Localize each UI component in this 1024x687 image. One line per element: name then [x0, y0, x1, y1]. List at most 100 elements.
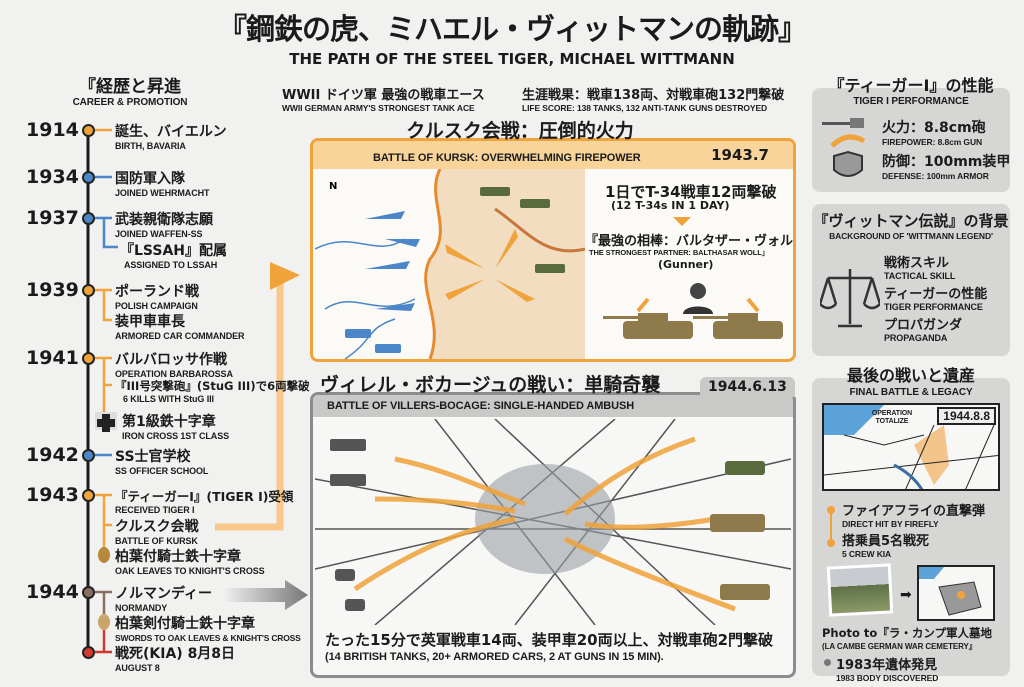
career-events-8-jp: 第1級鉄十字章: [122, 414, 216, 430]
kursk-panel: BATTLE OF KURSK: OVERWHELMING FIREPOWER …: [310, 138, 796, 362]
partner-role: (Gunner): [658, 258, 714, 271]
kursk-title-en: BATTLE OF KURSK: OVERWHELMING FIREPOWER: [373, 152, 641, 164]
north-label: N: [329, 181, 337, 192]
timeline-dot: [82, 171, 95, 184]
villers-result-en: (14 BRITISH TANKS, 20+ ARMORED CARS, 2 A…: [325, 651, 664, 663]
career-events-7-en: 6 KILLS WITH StuG III: [123, 394, 214, 404]
legend-subtitle: BACKGROUND OF 'WITTMANN LEGEND': [829, 231, 993, 241]
kursk-map: N: [315, 169, 585, 359]
career-events-11-en: BATTLE OF KURSK: [115, 536, 198, 546]
oak-leaf-icon: [98, 547, 110, 563]
year-label: 1942: [26, 444, 79, 466]
career-events-10-en: RECEIVED TIGER I: [115, 505, 195, 515]
page-title: 『鋼鉄の虎、ミハエル・ヴィットマンの軌跡』: [217, 12, 807, 46]
cemetery-en: (LA CAMBE GERMAN WAR CEMETERY』: [822, 642, 977, 651]
life-score: 生涯戦果：戦車138両、対戦車砲132門撃破 LIFE SCORE: 138 T…: [522, 84, 784, 113]
year-label: 1944: [26, 581, 79, 603]
crew-jp: 搭乗員5名戦死: [842, 534, 930, 549]
firepower-en: FIREPOWER: 8.8cm GUN: [882, 137, 983, 147]
final-date: 1944.8.8: [937, 407, 996, 425]
timeline-dot: [82, 352, 95, 365]
career-events-12-en: OAK LEAVES TO KNIGHT'S CROSS: [115, 566, 265, 576]
legend-item-jp: 戦術スキル: [884, 256, 950, 271]
crew-en: 5 CREW KIA: [842, 549, 892, 559]
career-events-14-en: SWORDS TO OAK LEAVES & KNIGHT'S CROSS: [115, 633, 301, 643]
career-events-5-jp: 装甲車車長: [115, 314, 185, 330]
career-events-4-jp: ポーランド戦: [115, 284, 199, 300]
timeline-dot: [82, 586, 95, 599]
career-events-9-en: SS OFFICER SCHOOL: [115, 466, 209, 476]
timeline-lines: [86, 128, 308, 655]
career-subtitle: CAREER & PROMOTION: [72, 97, 188, 108]
partner-jp: 『最強の相棒：バルタザー・ヴォル: [585, 234, 794, 249]
career-events-7-jp: 『III号突撃砲』(StuG III)で6両撃破: [115, 379, 310, 393]
year-label: 1914: [26, 119, 79, 141]
year-label: 1937: [26, 207, 79, 229]
career-events-3-en: ASSIGNED TO LSSAH: [124, 260, 218, 270]
career-events-15-en: AUGUST 8: [115, 663, 160, 673]
timeline-dot: [82, 489, 95, 502]
timeline-dot: [82, 284, 95, 297]
legend-item-jp: プロパガンダ: [884, 318, 963, 333]
legend-title: 『ヴィットマン伝説』の背景: [813, 212, 1009, 230]
partner-en: THE STRONGEST PARTNER: BALTHASAR WOLL」: [589, 248, 770, 257]
cemetery-photo: [826, 563, 894, 617]
final-box: FINAL BATTLE & LEGACY OPERATION TOTALIZE…: [812, 378, 1010, 683]
defense-en: DEFENSE: 100mm ARMOR: [882, 171, 989, 181]
career-events-0-jp: 誕生、バイエルン: [115, 124, 227, 140]
operation-label: OPERATION TOTALIZE: [871, 410, 913, 426]
page-subtitle: THE PATH OF THE STEEL TIGER, MICHAEL WIT…: [289, 50, 735, 68]
tiger-tanks-illustration: [603, 283, 783, 339]
defense-jp: 防御：100mm装甲: [882, 154, 1011, 170]
career-events-6-en: OPERATION BARBAROSSA: [115, 369, 233, 379]
career-events-13-en: NORMANDY: [115, 603, 168, 613]
career-events-1-en: JOINED WEHRMACHT: [115, 188, 210, 198]
career-events-15-jp: 戦死(KIA) 8月8日: [115, 646, 236, 662]
connector-dots: [827, 506, 835, 547]
career-events-4-en: POLISH CAMPAIGN: [115, 301, 198, 311]
kursk-kills-jp: 1日でT-34戦車12両撃破: [605, 183, 777, 201]
tiger-title: 『ティーガーI』の性能: [828, 76, 994, 95]
final-found_jp: 1983年遺体発見: [836, 658, 938, 673]
career-title: 『経歴と昇進: [79, 77, 181, 97]
career-events-3-jp: 『LSSAH』配属: [120, 243, 228, 259]
cemetery-jp: Photo to『ラ・カンプ軍人墓地: [822, 626, 992, 640]
down-arrow-icon: [673, 217, 691, 226]
tiger-subtitle: TIGER I PERFORMANCE: [853, 96, 969, 107]
tagline-en: WWII GERMAN ARMY'S STRONGEST TANK ACE: [282, 103, 475, 113]
tagline-jp: WWII ドイツ軍 最強の戦車エース: [282, 88, 485, 103]
villers-map: [315, 419, 791, 625]
oak-leaf-swords-icon: [98, 614, 110, 630]
year-label: 1939: [26, 279, 79, 301]
villers-result-jp: たった15分で英軍戦車14両、装甲車20両以上、対戦車砲2門撃破: [325, 631, 774, 649]
year-label: 1943: [26, 484, 79, 506]
legend-box: 『ヴィットマン伝説』の背景 BACKGROUND OF 'WITTMANN LE…: [812, 204, 1010, 356]
career-events-9-jp: SS士官学校: [115, 449, 191, 465]
career-header: 『経歴と昇進 CAREER & PROMOTION: [30, 72, 230, 108]
career-events-10-jp: 『ティーガーI』(TIGER I)受領: [115, 489, 294, 504]
firefly-en: DIRECT HIT BY FIREFLY: [842, 519, 939, 529]
career-events-0-en: BIRTH, BAVARIA: [115, 141, 186, 151]
firefly-jp: ファイアフライの直撃弾: [842, 504, 986, 519]
legend-item-en: PROPAGANDA: [884, 333, 948, 343]
career-events-11-jp: クルスク会戦: [115, 519, 199, 535]
scales-icon: [820, 269, 880, 328]
arrow-right-icon: ➡: [900, 587, 912, 603]
final-title: 最後の戦いと遺産: [846, 366, 975, 385]
career-events-8-en: IRON CROSS 1ST CLASS: [122, 431, 230, 441]
legend-item-jp: ティーガーの性能: [884, 287, 988, 302]
final-found_en: 1983 BODY DISCOVERED: [836, 673, 939, 683]
timeline-dot: [82, 212, 95, 225]
gun-shield-icon: [822, 118, 866, 177]
